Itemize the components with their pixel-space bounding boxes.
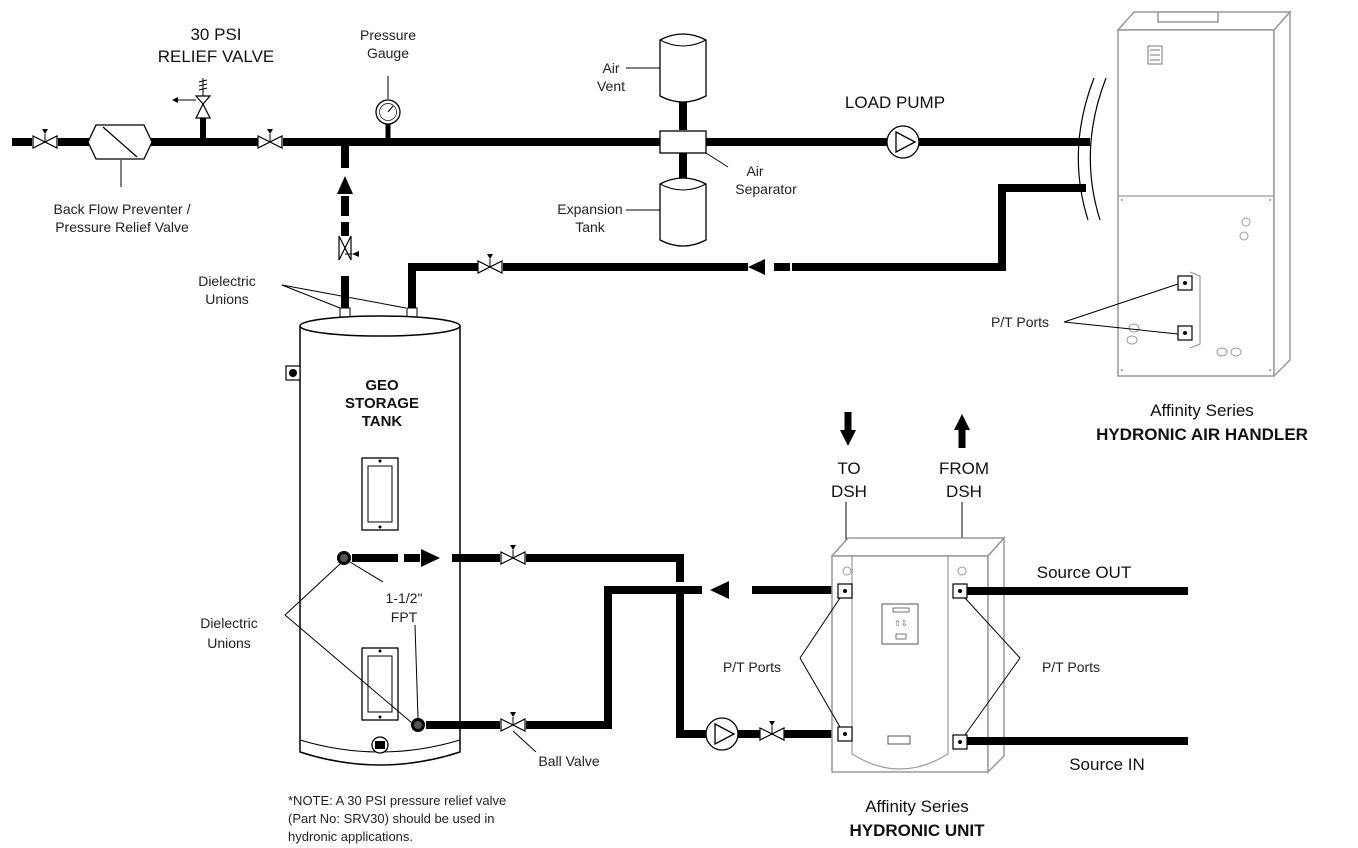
air-vent	[626, 33, 707, 130]
return-valve	[477, 253, 503, 274]
hydronic-unit: ⇧⇩	[830, 536, 1006, 774]
ball-valve	[500, 711, 526, 732]
air-vent-label-1: Air	[602, 60, 619, 76]
hydronic-air-handler	[1116, 10, 1292, 378]
unit-pump	[705, 717, 739, 751]
isolation-valve	[257, 128, 283, 149]
pt-ports-air-handler-label: P/T Ports	[991, 314, 1049, 330]
fpt-label-1: 1-1/2ʺ	[386, 590, 423, 606]
ball-valve-label: Ball Valve	[538, 753, 599, 769]
pipe-break-mark	[1077, 77, 1107, 221]
air-separator-label-2: Separator	[735, 181, 797, 197]
air-handler-label-1: Affinity Series	[1150, 401, 1254, 420]
inlet-valve	[32, 128, 58, 149]
dielectric-top-label-1: Dielectric	[198, 273, 256, 289]
load-pump-label: LOAD PUMP	[845, 93, 945, 112]
pressure-gauge-label-1: Pressure	[360, 27, 416, 43]
expansion-tank-label-2: Tank	[575, 219, 606, 235]
pt-ports-right-label: P/T Ports	[1042, 659, 1100, 675]
source-pipes	[967, 587, 1188, 745]
hydronic-unit-label-1: Affinity Series	[865, 797, 969, 816]
expansion-tank	[626, 153, 707, 247]
air-vent-label-2: Vent	[597, 78, 625, 94]
backflow-label-1: Back Flow Preventer /	[54, 201, 191, 217]
dielectric-bottom-label-2: Unions	[207, 635, 251, 651]
tank-label-3: TANK	[362, 413, 403, 430]
tank-outlet-valve	[500, 544, 526, 565]
dielectric-top-label-2: Unions	[205, 291, 249, 307]
fpt-label-2: FPT	[391, 609, 418, 625]
unit-inlet-valve	[759, 720, 785, 741]
from-dsh-arrow	[954, 414, 970, 448]
pt-ports-left-label: P/T Ports	[723, 659, 781, 675]
tank-label-1: GEO	[365, 377, 399, 394]
return-pipe	[408, 184, 1086, 308]
backflow-label-2: Pressure Relief Valve	[55, 219, 189, 235]
relief-valve	[172, 78, 212, 142]
hydronic-unit-label-2: HYDRONIC UNIT	[849, 821, 985, 840]
svg-text:⇧⇩: ⇧⇩	[894, 619, 907, 628]
pressure-gauge	[375, 76, 401, 142]
relief-valve-label-1: 30 PSI	[190, 25, 241, 44]
from-dsh-label-1: FROM	[939, 459, 989, 478]
from-dsh-label-2: DSH	[946, 482, 982, 501]
geo-storage-tank	[285, 315, 461, 766]
dielectric-bottom-label-1: Dielectric	[200, 615, 258, 631]
pressure-gauge-label-2: Gauge	[367, 45, 409, 61]
air-separator	[659, 130, 729, 168]
note-line-1: *NOTE: A 30 PSI pressure relief valve	[288, 793, 506, 808]
tank-label-2: STORAGE	[345, 395, 419, 412]
load-pump	[886, 125, 920, 159]
relief-valve-label-2: RELIEF VALVE	[158, 47, 275, 66]
source-in-label: Source IN	[1069, 755, 1145, 774]
tank-to-unit-pipe	[352, 549, 838, 738]
unit-to-tank-pipe	[426, 581, 838, 729]
tank-supply-pipe	[337, 142, 359, 308]
air-handler-label-2: HYDRONIC AIR HANDLER	[1096, 425, 1308, 444]
expansion-tank-label-1: Expansion	[557, 201, 622, 217]
note-line-2: (Part No: SRV30) should be used in	[288, 811, 494, 826]
to-dsh-label-2: DSH	[831, 482, 867, 501]
to-dsh-label-1: TO	[837, 459, 860, 478]
air-separator-label-1: Air	[746, 163, 763, 179]
to-dsh-arrow	[840, 412, 856, 446]
backflow-preventer	[87, 124, 153, 187]
note-line-3: hydronic applications.	[288, 829, 413, 844]
source-out-label: Source OUT	[1037, 563, 1131, 582]
